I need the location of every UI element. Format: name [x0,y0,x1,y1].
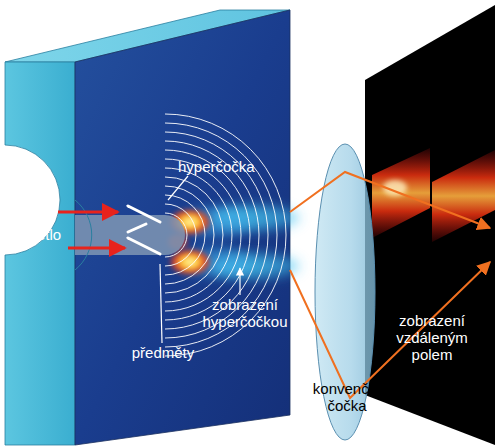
far-field-image [372,148,495,242]
ray-lines [290,172,490,398]
screen [365,5,495,445]
block-left-face [5,62,75,445]
part-label: zobrazení hyperčočkou [195,296,295,330]
objects [128,206,160,254]
part-label: předměty [118,344,208,361]
part-label: konvenční čočka [302,380,392,414]
part-label: zobrazení vzdáleným polem [382,312,482,363]
light-arrows [58,212,125,248]
part-label: hyperčočka [178,158,278,175]
part-label: světlo [22,226,82,243]
